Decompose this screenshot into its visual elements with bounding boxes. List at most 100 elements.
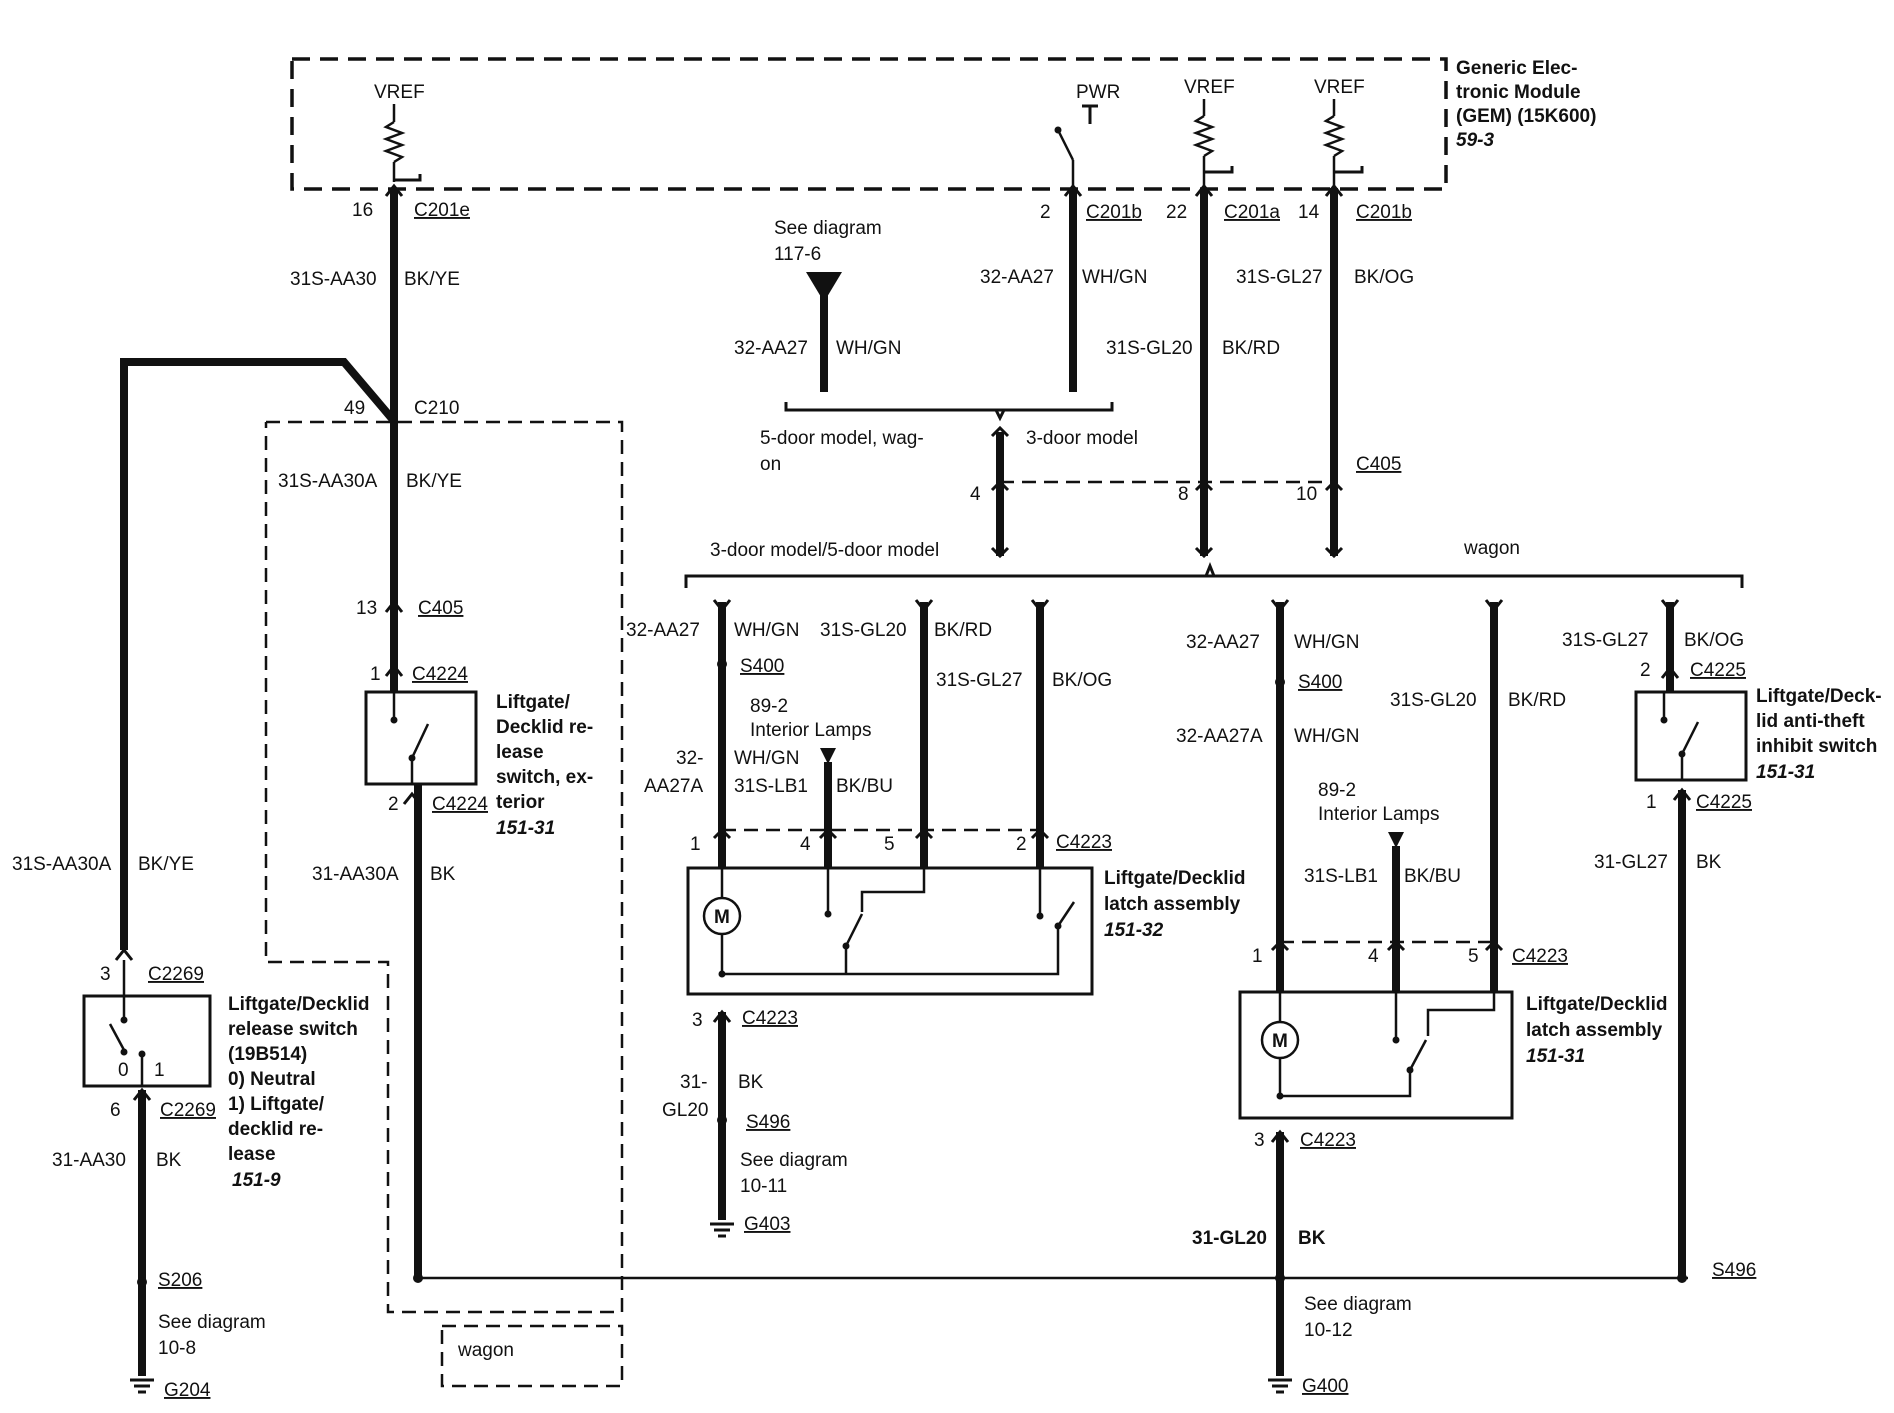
conn-c201a: C201a bbox=[1224, 202, 1280, 223]
gem-title-1: Generic Elec- bbox=[1456, 58, 1577, 79]
see-diagram-10-8-label: See diagram bbox=[158, 1312, 266, 1333]
conn-c4223-left-top: C4223 bbox=[1056, 832, 1112, 853]
gem-title-2: tronic Module bbox=[1456, 82, 1581, 103]
pin-5-c4223-right: 5 bbox=[1468, 946, 1479, 967]
pwr-label: PWR bbox=[1076, 82, 1120, 103]
ext-switch-label-3: lease bbox=[496, 742, 544, 763]
latch-left-box bbox=[686, 866, 1094, 996]
gem-module-box bbox=[290, 57, 1448, 191]
splice-s400-right: S400 bbox=[1298, 672, 1342, 693]
release-switch-label-2: release switch bbox=[228, 1019, 358, 1040]
circuit-gl20-left-2: GL20 bbox=[662, 1100, 708, 1121]
conn-c405-top: C405 bbox=[1356, 454, 1401, 475]
conn-c2269-bottom: C2269 bbox=[160, 1100, 216, 1121]
model-bracket bbox=[784, 402, 1114, 412]
circuit-aa30a-left: 31S-AA30A bbox=[12, 854, 112, 875]
antitheft-label-2: lid anti-theft bbox=[1756, 711, 1865, 732]
circuit-aa27a-right: 32-AA27A bbox=[1176, 726, 1263, 747]
splice-s496-left: S496 bbox=[746, 1112, 790, 1133]
release-switch-label-6: decklid re- bbox=[228, 1119, 323, 1140]
pin-10-c405: 10 bbox=[1296, 484, 1317, 505]
color-bkrd-left: BK/RD bbox=[934, 620, 992, 641]
circuit-aa30-gnd: 31-AA30 bbox=[52, 1150, 126, 1171]
conn-c405-left: C405 bbox=[418, 598, 463, 619]
circuit-gl20-gnd-right: 31-GL20 bbox=[1192, 1228, 1267, 1249]
see-diagram-10-11-ref: 10-11 bbox=[740, 1176, 787, 1197]
conn-c201e: C201e bbox=[414, 200, 470, 221]
latch-right-ref: 151-31 bbox=[1526, 1046, 1585, 1067]
circuit-gl20-right: 31S-GL20 bbox=[1390, 690, 1477, 711]
color-whgn-left-2: WH/GN bbox=[734, 748, 799, 769]
lamps-label-left: Interior Lamps bbox=[750, 720, 871, 741]
switch-pos-1: 1 bbox=[154, 1060, 165, 1081]
model-wagon-top: wagon bbox=[1463, 538, 1520, 559]
conn-c4223-right-top: C4223 bbox=[1512, 946, 1568, 967]
pin-8-c405: 8 bbox=[1178, 484, 1189, 505]
color-whgn-left: WH/GN bbox=[734, 620, 799, 641]
see-diagram-117-label: See diagram bbox=[774, 218, 882, 239]
color-bkog-right: BK/OG bbox=[1684, 630, 1744, 651]
wagon-enclosure bbox=[264, 420, 624, 1314]
release-switch-label-5: 1) Liftgate/ bbox=[228, 1094, 325, 1115]
circuit-lb1-right: 31S-LB1 bbox=[1304, 866, 1378, 887]
pin-14: 14 bbox=[1298, 202, 1320, 223]
pin-4-c4223-right: 4 bbox=[1368, 946, 1379, 967]
circuit-gl20-left-1: 31- bbox=[680, 1072, 707, 1093]
color-whgn-ref: WH/GN bbox=[836, 338, 901, 359]
pin-49: 49 bbox=[344, 398, 365, 419]
model-5door-2: on bbox=[760, 454, 781, 475]
ext-switch-label-5: terior bbox=[496, 792, 545, 813]
pin-2-c4225: 2 bbox=[1640, 660, 1651, 681]
motor-right-label: M bbox=[1272, 1031, 1288, 1052]
splice-s206: S206 bbox=[158, 1270, 202, 1291]
vref-label-3: VREF bbox=[1314, 77, 1365, 98]
conn-c201b-1: C201b bbox=[1086, 202, 1142, 223]
color-bkog-gem: BK/OG bbox=[1354, 267, 1414, 288]
ground-g204: G204 bbox=[164, 1380, 211, 1401]
conn-c4225-top: C4225 bbox=[1690, 660, 1746, 681]
color-bkrd-right: BK/RD bbox=[1508, 690, 1566, 711]
circuit-gl20-left: 31S-GL20 bbox=[820, 620, 907, 641]
color-bk-left-latch: BK bbox=[738, 1072, 764, 1093]
conn-c4223-right-bottom: C4223 bbox=[1300, 1130, 1356, 1151]
model-5door-1: 5-door model, wag- bbox=[760, 428, 924, 449]
pin-1-c4224: 1 bbox=[370, 664, 381, 685]
ext-switch-label-4: switch, ex- bbox=[496, 767, 593, 788]
color-whgn-right-2: WH/GN bbox=[1294, 726, 1359, 747]
release-switch-label-7: lease bbox=[228, 1144, 276, 1165]
see-diagram-10-8-ref: 10-8 bbox=[158, 1338, 196, 1359]
see-diagram-10-11-label: See diagram bbox=[740, 1150, 848, 1171]
pin-4-c4223-left: 4 bbox=[800, 834, 811, 855]
variant-bracket bbox=[684, 574, 1744, 588]
conn-c4225-bottom: C4225 bbox=[1696, 792, 1752, 813]
circuit-gl27-right: 31S-GL27 bbox=[1562, 630, 1649, 651]
color-bk-ext: BK bbox=[430, 864, 456, 885]
circuit-aa27-gem: 32-AA27 bbox=[980, 267, 1054, 288]
circuit-aa27-right: 32-AA27 bbox=[1186, 632, 1260, 653]
circuit-gl27-gem: 31S-GL27 bbox=[1236, 267, 1323, 288]
conn-c2269-top: C2269 bbox=[148, 964, 204, 985]
latch-left-label-2: latch assembly bbox=[1104, 894, 1241, 915]
pin-1-c4223-right: 1 bbox=[1252, 946, 1263, 967]
release-switch-label-1: Liftgate/Decklid bbox=[228, 994, 369, 1015]
circuit-aa30a-gnd: 31-AA30A bbox=[312, 864, 399, 885]
pin-5-c4223-left: 5 bbox=[884, 834, 895, 855]
ground-g400: G400 bbox=[1302, 1376, 1348, 1397]
color-bk-right-latch: BK bbox=[1298, 1228, 1326, 1249]
gem-title-3: (GEM) (15K600) bbox=[1456, 106, 1596, 127]
circuit-aa30a-ext: 31S-AA30A bbox=[278, 471, 378, 492]
switch-pos-0: 0 bbox=[118, 1060, 129, 1081]
color-bkye-1: BK/YE bbox=[404, 269, 460, 290]
circuit-gl27-gnd: 31-GL27 bbox=[1594, 852, 1668, 873]
pin-2-c4223-left: 2 bbox=[1016, 834, 1027, 855]
lamps-ref-right: 89-2 bbox=[1318, 780, 1356, 801]
pin-1-c4225: 1 bbox=[1646, 792, 1657, 813]
pin-1-c4223-left: 1 bbox=[690, 834, 701, 855]
antitheft-ref: 151-31 bbox=[1756, 762, 1815, 783]
circuit-aa27a-left-1: 32- bbox=[676, 748, 703, 769]
vref-label-2: VREF bbox=[1184, 77, 1235, 98]
pin-13: 13 bbox=[356, 598, 377, 619]
pin-3-c4223-left: 3 bbox=[692, 1010, 703, 1031]
